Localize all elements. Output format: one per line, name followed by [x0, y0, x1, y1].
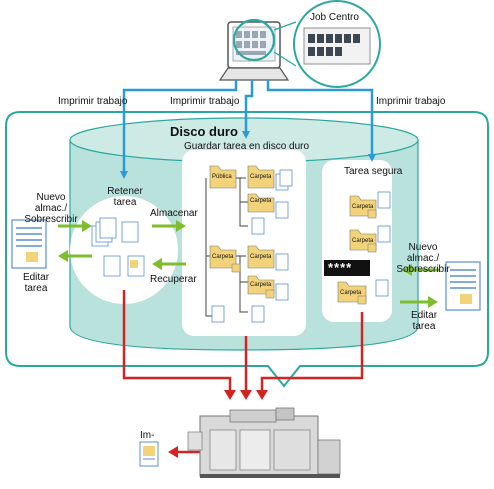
hdd-folder-panel [182, 150, 306, 336]
folder-tree [205, 177, 248, 317]
store-label: Almacenar [150, 208, 198, 219]
folders-group [209, 165, 293, 323]
job-centro-label: Job Centro [310, 12, 359, 23]
job-centro-zoom [273, 0, 381, 88]
folder-label: Carpeta [250, 198, 272, 204]
print-job-label-1: Imprimir trabajo [58, 96, 128, 107]
password-mask: **** [328, 260, 353, 275]
secure-job-label: Tarea segura [344, 166, 403, 177]
secure-folders [337, 191, 391, 305]
output-arrows [122, 290, 364, 454]
print-job-label-2: Imprimir trabajo [170, 96, 240, 107]
password-box [324, 260, 370, 276]
print-job-label-3: Imprimir trabajo [376, 96, 446, 107]
folder-label: Carpeta [250, 254, 272, 260]
pc-monitor-icon [218, 18, 290, 81]
edit-job-left-label: Editar tarea [22, 272, 50, 294]
printer-icon [187, 407, 341, 478]
folder-label: Carpeta [250, 174, 272, 180]
edit-job-right-label: Editar tarea [410, 310, 438, 332]
image-label: Im- [140, 430, 155, 441]
print-job-arrows [120, 80, 376, 179]
secure-folder-label: Carpeta [340, 290, 362, 296]
image-document-icon [139, 441, 159, 467]
document-right [445, 261, 481, 311]
document-left [11, 219, 47, 269]
hold-job-documents [91, 217, 145, 277]
new-store-left-label: Nuevo almac./ Sobrescribir [24, 192, 78, 225]
retrieve-label: Recuperar [150, 274, 197, 285]
folder-label: Carpeta [250, 282, 272, 288]
secure-folder-label: Carpeta [352, 204, 374, 210]
store-retrieve-arrows [58, 220, 440, 308]
save-job-hdd-label: Guardar tarea en disco duro [184, 141, 310, 152]
hold-job-label: Retener tarea [107, 186, 143, 208]
hard-disk-title: Disco duro [170, 124, 238, 139]
folder-public [209, 165, 237, 189]
output-arrowheads [168, 390, 268, 458]
secure-folder-label: Carpeta [352, 238, 374, 244]
folder-label: Carpeta [212, 254, 234, 260]
new-store-right-label: Nuevo almac./ Sobrescribir [396, 242, 450, 275]
folder-public-label: Pública [212, 174, 232, 180]
